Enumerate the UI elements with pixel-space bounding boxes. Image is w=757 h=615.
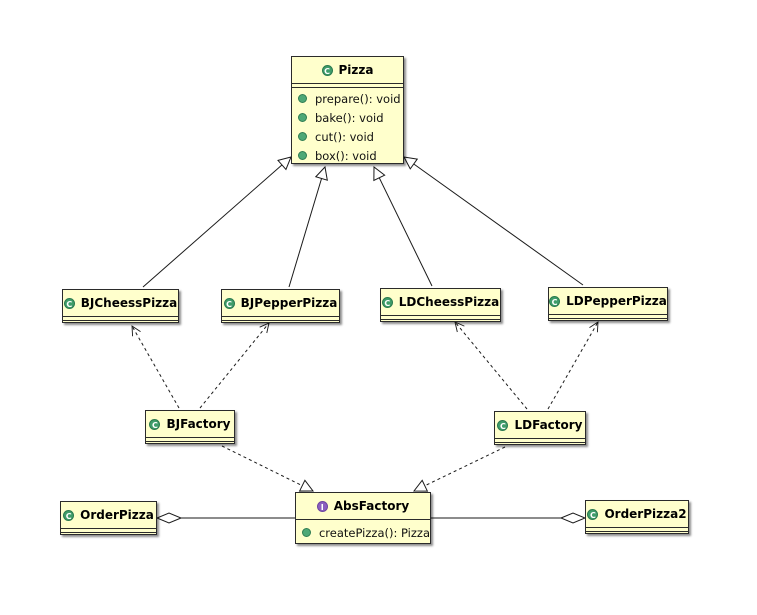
operation-bake[interactable]: bake(): void [298, 108, 403, 127]
attributes-compartment [292, 83, 403, 87]
public-operation-icon [298, 132, 307, 141]
class-pizza[interactable]: C Pizza prepare(): void bake(): void cut… [291, 56, 404, 164]
class-pizza-name: Pizza [338, 63, 374, 77]
operation-box[interactable]: box(): void [298, 146, 403, 165]
operations-compartment [61, 532, 156, 536]
class-bjfactory-name: BJFactory [166, 417, 231, 431]
attributes-compartment [222, 316, 339, 320]
interface-absfactory-name: AbsFactory [333, 499, 410, 513]
class-orderpizza[interactable]: C OrderPizza [60, 501, 157, 535]
class-pizza-header: C Pizza [292, 57, 403, 83]
class-ldfactory[interactable]: C LDFactory [494, 411, 586, 445]
class-c-icon: C [549, 295, 561, 307]
class-c-icon: C [321, 64, 333, 76]
dependency-bjfactory-bjpepperpizza [199, 323, 269, 409]
class-orderpizza-name: OrderPizza [80, 508, 154, 522]
class-c-icon: C [149, 418, 161, 430]
attributes-compartment [381, 315, 500, 319]
class-bjpepperpizza[interactable]: C BJPepperPizza [221, 289, 340, 323]
public-operation-icon [302, 528, 311, 537]
operations-compartment [495, 442, 585, 446]
class-bjfactory-header: C BJFactory [146, 411, 234, 437]
class-c-icon: C [497, 419, 509, 431]
realization-bjfactory-absfactory [221, 445, 313, 491]
attributes-compartment [586, 527, 688, 531]
operation-createpizza[interactable]: createPizza(): Pizza [302, 523, 430, 542]
class-bjpepperpizza-name: BJPepperPizza [240, 296, 338, 310]
class-bjpepperpizza-header: C BJPepperPizza [222, 290, 339, 316]
attributes-compartment [146, 437, 234, 441]
attributes-compartment [63, 316, 178, 320]
class-orderpizza2[interactable]: C OrderPizza2 [585, 500, 689, 534]
class-orderpizza2-header: C OrderPizza2 [586, 501, 688, 527]
class-c-icon: C [381, 296, 393, 308]
class-ldpepperpizza-header: C LDPepperPizza [549, 288, 667, 314]
class-ldcheesspizza-name: LDCheessPizza [398, 295, 500, 309]
generalization-bjcheesspizza-pizza [142, 157, 291, 288]
class-bjcheesspizza-name: BJCheessPizza [80, 296, 178, 310]
dependency-ldfactory-ldpepperpizza [547, 322, 598, 410]
class-ldcheesspizza[interactable]: C LDCheessPizza [380, 288, 501, 322]
operation-cut[interactable]: cut(): void [298, 127, 403, 146]
operations-compartment: createPizza(): Pizza [296, 519, 430, 542]
attributes-compartment [549, 314, 667, 318]
class-c-icon: C [63, 509, 75, 521]
class-orderpizza-header: C OrderPizza [61, 502, 156, 528]
class-ldfactory-header: C LDFactory [495, 412, 585, 438]
attributes-compartment [61, 528, 156, 532]
class-c-icon: C [63, 297, 75, 309]
dependency-bjfactory-bjcheesspizza [132, 326, 180, 409]
class-c-icon: C [223, 297, 235, 309]
operations-compartment [146, 441, 234, 445]
generalization-ldcheesspizza-pizza [374, 167, 433, 287]
generalization-bjpepperpizza-pizza [288, 167, 325, 288]
class-c-icon: C [587, 508, 599, 520]
operations-compartment [222, 320, 339, 324]
operations-compartment [586, 531, 688, 535]
attributes-compartment [495, 438, 585, 442]
interface-absfactory-header: I AbsFactory [296, 493, 430, 519]
operations-compartment: prepare(): void bake(): void cut(): void… [292, 87, 403, 165]
class-bjcheesspizza[interactable]: C BJCheessPizza [62, 289, 179, 323]
operations-compartment [63, 320, 178, 324]
dependency-ldfactory-ldcheesspizza [455, 322, 528, 410]
interface-absfactory[interactable]: I AbsFactory createPizza(): Pizza [295, 492, 431, 544]
realization-ldfactory-absfactory [414, 446, 506, 491]
class-orderpizza2-name: OrderPizza2 [604, 507, 687, 521]
operations-compartment [549, 318, 667, 322]
public-operation-icon [298, 151, 307, 160]
class-ldpepperpizza-name: LDPepperPizza [566, 294, 667, 308]
operation-prepare[interactable]: prepare(): void [298, 89, 403, 108]
public-operation-icon [298, 94, 307, 103]
public-operation-icon [298, 113, 307, 122]
operations-compartment [381, 319, 500, 323]
class-bjfactory[interactable]: C BJFactory [145, 410, 235, 444]
generalization-ldpepperpizza-pizza [404, 157, 584, 286]
class-bjcheesspizza-header: C BJCheessPizza [63, 290, 178, 316]
class-ldpepperpizza[interactable]: C LDPepperPizza [548, 287, 668, 321]
interface-i-icon: I [316, 500, 328, 512]
class-ldcheesspizza-header: C LDCheessPizza [381, 289, 500, 315]
class-ldfactory-name: LDFactory [514, 418, 583, 432]
